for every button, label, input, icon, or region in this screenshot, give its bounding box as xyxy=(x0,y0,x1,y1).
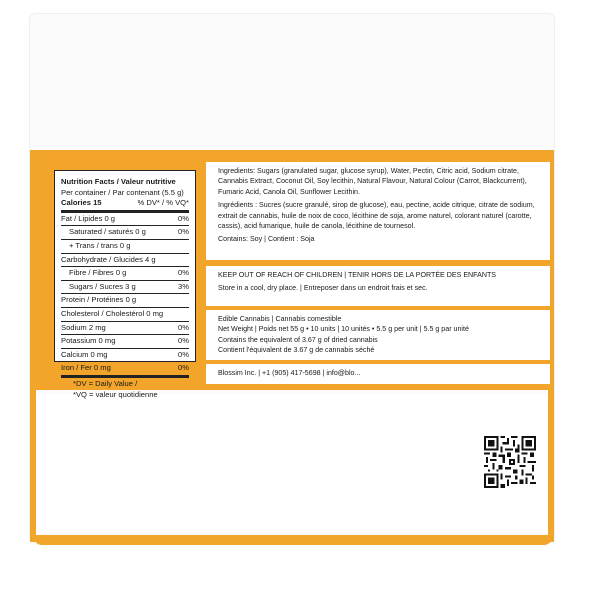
nutrient-label: + Trans / trans 0 g xyxy=(69,240,131,250)
nutrition-title: Nutrition Facts / Valeur nutritive xyxy=(61,177,176,186)
nutrient-dv: 3% xyxy=(178,281,189,291)
nutrition-row: Protein / Protéines 0 g xyxy=(61,295,189,306)
footnote-dv: *DV = Daily Value / xyxy=(73,378,138,388)
contact-panel: Blossim Inc. | +1 (905) 417-5698 | info@… xyxy=(206,364,550,384)
storage-instructions: Store in a cool, dry place. | Entreposer… xyxy=(218,284,428,293)
warning-panel: KEEP OUT OF REACH OF CHILDREN | TENIR HO… xyxy=(206,266,550,306)
footnote-vq: *VQ = valeur quotidienne xyxy=(73,389,158,399)
nutrition-row: Fat / Lipides 0 g 0% xyxy=(61,214,189,225)
equivalency-fr: Contient l'équivalent de 3.67 g de canna… xyxy=(218,346,375,355)
net-weight: Net Weight | Poids net 55 g • 10 units |… xyxy=(218,325,469,334)
right-seal-edge xyxy=(548,150,554,542)
row-divider xyxy=(61,293,189,295)
nutrient-label: Fat / Lipides 0 g xyxy=(61,213,116,223)
nutrient-label: Iron / Fer 0 mg xyxy=(61,363,111,373)
contact-line: Blossim Inc. | +1 (905) 417-5698 | info@… xyxy=(218,369,361,377)
nutrition-facts-table: Nutrition Facts / Valeur nutritive Per c… xyxy=(54,170,196,399)
thick-divider-bottom xyxy=(61,374,189,378)
row-divider xyxy=(61,347,189,349)
row-divider xyxy=(61,252,189,254)
ingredients-panel: Ingredients: Sugars (granulated sugar, g… xyxy=(206,162,550,260)
nutrient-dv: 0% xyxy=(178,268,189,278)
allergen-statement: Contains: Soy | Contient : Soja xyxy=(218,235,315,244)
nutrition-row: Cholesterol / Cholestérol 0 mg xyxy=(61,309,189,320)
nutrient-label: Potassium 0 mg xyxy=(61,336,116,346)
product-class: Edible Cannabis | Cannabis comestible xyxy=(218,315,342,323)
nutrition-row: Sugars / Sucres 3 g 3% xyxy=(61,282,189,293)
ingredients-en: Ingredients: Sugars (granulated sugar, g… xyxy=(218,167,527,196)
ingredients-fr: Ingrédients : Sucres (sucre granulé, sir… xyxy=(218,201,535,231)
row-divider xyxy=(61,320,189,322)
row-divider xyxy=(61,334,189,336)
row-divider xyxy=(61,306,189,308)
nutrient-label: Sugars / Sucres 3 g xyxy=(69,281,136,291)
row-divider xyxy=(61,266,189,268)
nutrition-row: Carbohydrate / Glucides 4 g xyxy=(61,255,189,266)
nutrient-label: Calcium 0 mg xyxy=(61,349,108,359)
calories-label: Calories 15 xyxy=(61,198,102,208)
nutrient-dv: 0% xyxy=(178,213,189,223)
nutrition-row: Fibre / Fibres 0 g 0% xyxy=(61,268,189,279)
row-divider xyxy=(61,225,189,227)
nutrient-label: Carbohydrate / Glucides 4 g xyxy=(61,254,156,264)
row-divider xyxy=(61,361,189,363)
nutrient-dv: 0% xyxy=(178,363,189,373)
nutrition-row: Saturated / saturés 0 g 0% xyxy=(61,227,189,238)
nutrient-label: Sodium 2 mg xyxy=(61,322,106,332)
nutrition-row: Iron / Fer 0 mg 0% xyxy=(61,363,189,374)
product-info-panel: Edible Cannabis | Cannabis comestible Ne… xyxy=(206,310,550,360)
row-divider xyxy=(61,279,189,281)
calories-row: Calories 15 % DV* / % VQ* xyxy=(61,198,189,209)
per-container: Per container / Par contenant (5.5 g) xyxy=(61,187,184,197)
nutrient-dv: 0% xyxy=(178,349,189,359)
equivalency-en: Contains the equivalent of 3.67 g of dri… xyxy=(218,335,378,344)
child-warning: KEEP OUT OF REACH OF CHILDREN | TENIR HO… xyxy=(218,271,497,279)
blank-bottom-area xyxy=(36,394,548,534)
nutrition-row: Potassium 0 mg 0% xyxy=(61,336,189,347)
nutrient-label: Protein / Protéines 0 g xyxy=(61,295,137,305)
dv-header: % DV* / % VQ* xyxy=(137,198,189,208)
nutrition-row: Sodium 2 mg 0% xyxy=(61,323,189,334)
nutrient-dv: 0% xyxy=(178,322,189,332)
nutrient-dv: 0% xyxy=(178,336,189,346)
nutrient-label: Cholesterol / Cholestérol 0 mg xyxy=(61,308,164,318)
nutrient-dv: 0% xyxy=(178,227,189,237)
nutrient-label: Fibre / Fibres 0 g xyxy=(69,268,127,278)
bottom-seal-edge xyxy=(34,535,552,545)
row-divider xyxy=(61,238,189,240)
thick-divider xyxy=(61,209,189,213)
qr-code-icon xyxy=(484,436,536,488)
nutrient-label: Saturated / saturés 0 g xyxy=(69,227,146,237)
nutrition-row: Calcium 0 mg 0% xyxy=(61,350,189,361)
left-seal-edge xyxy=(30,150,36,542)
nutrition-row: + Trans / trans 0 g xyxy=(61,241,189,252)
